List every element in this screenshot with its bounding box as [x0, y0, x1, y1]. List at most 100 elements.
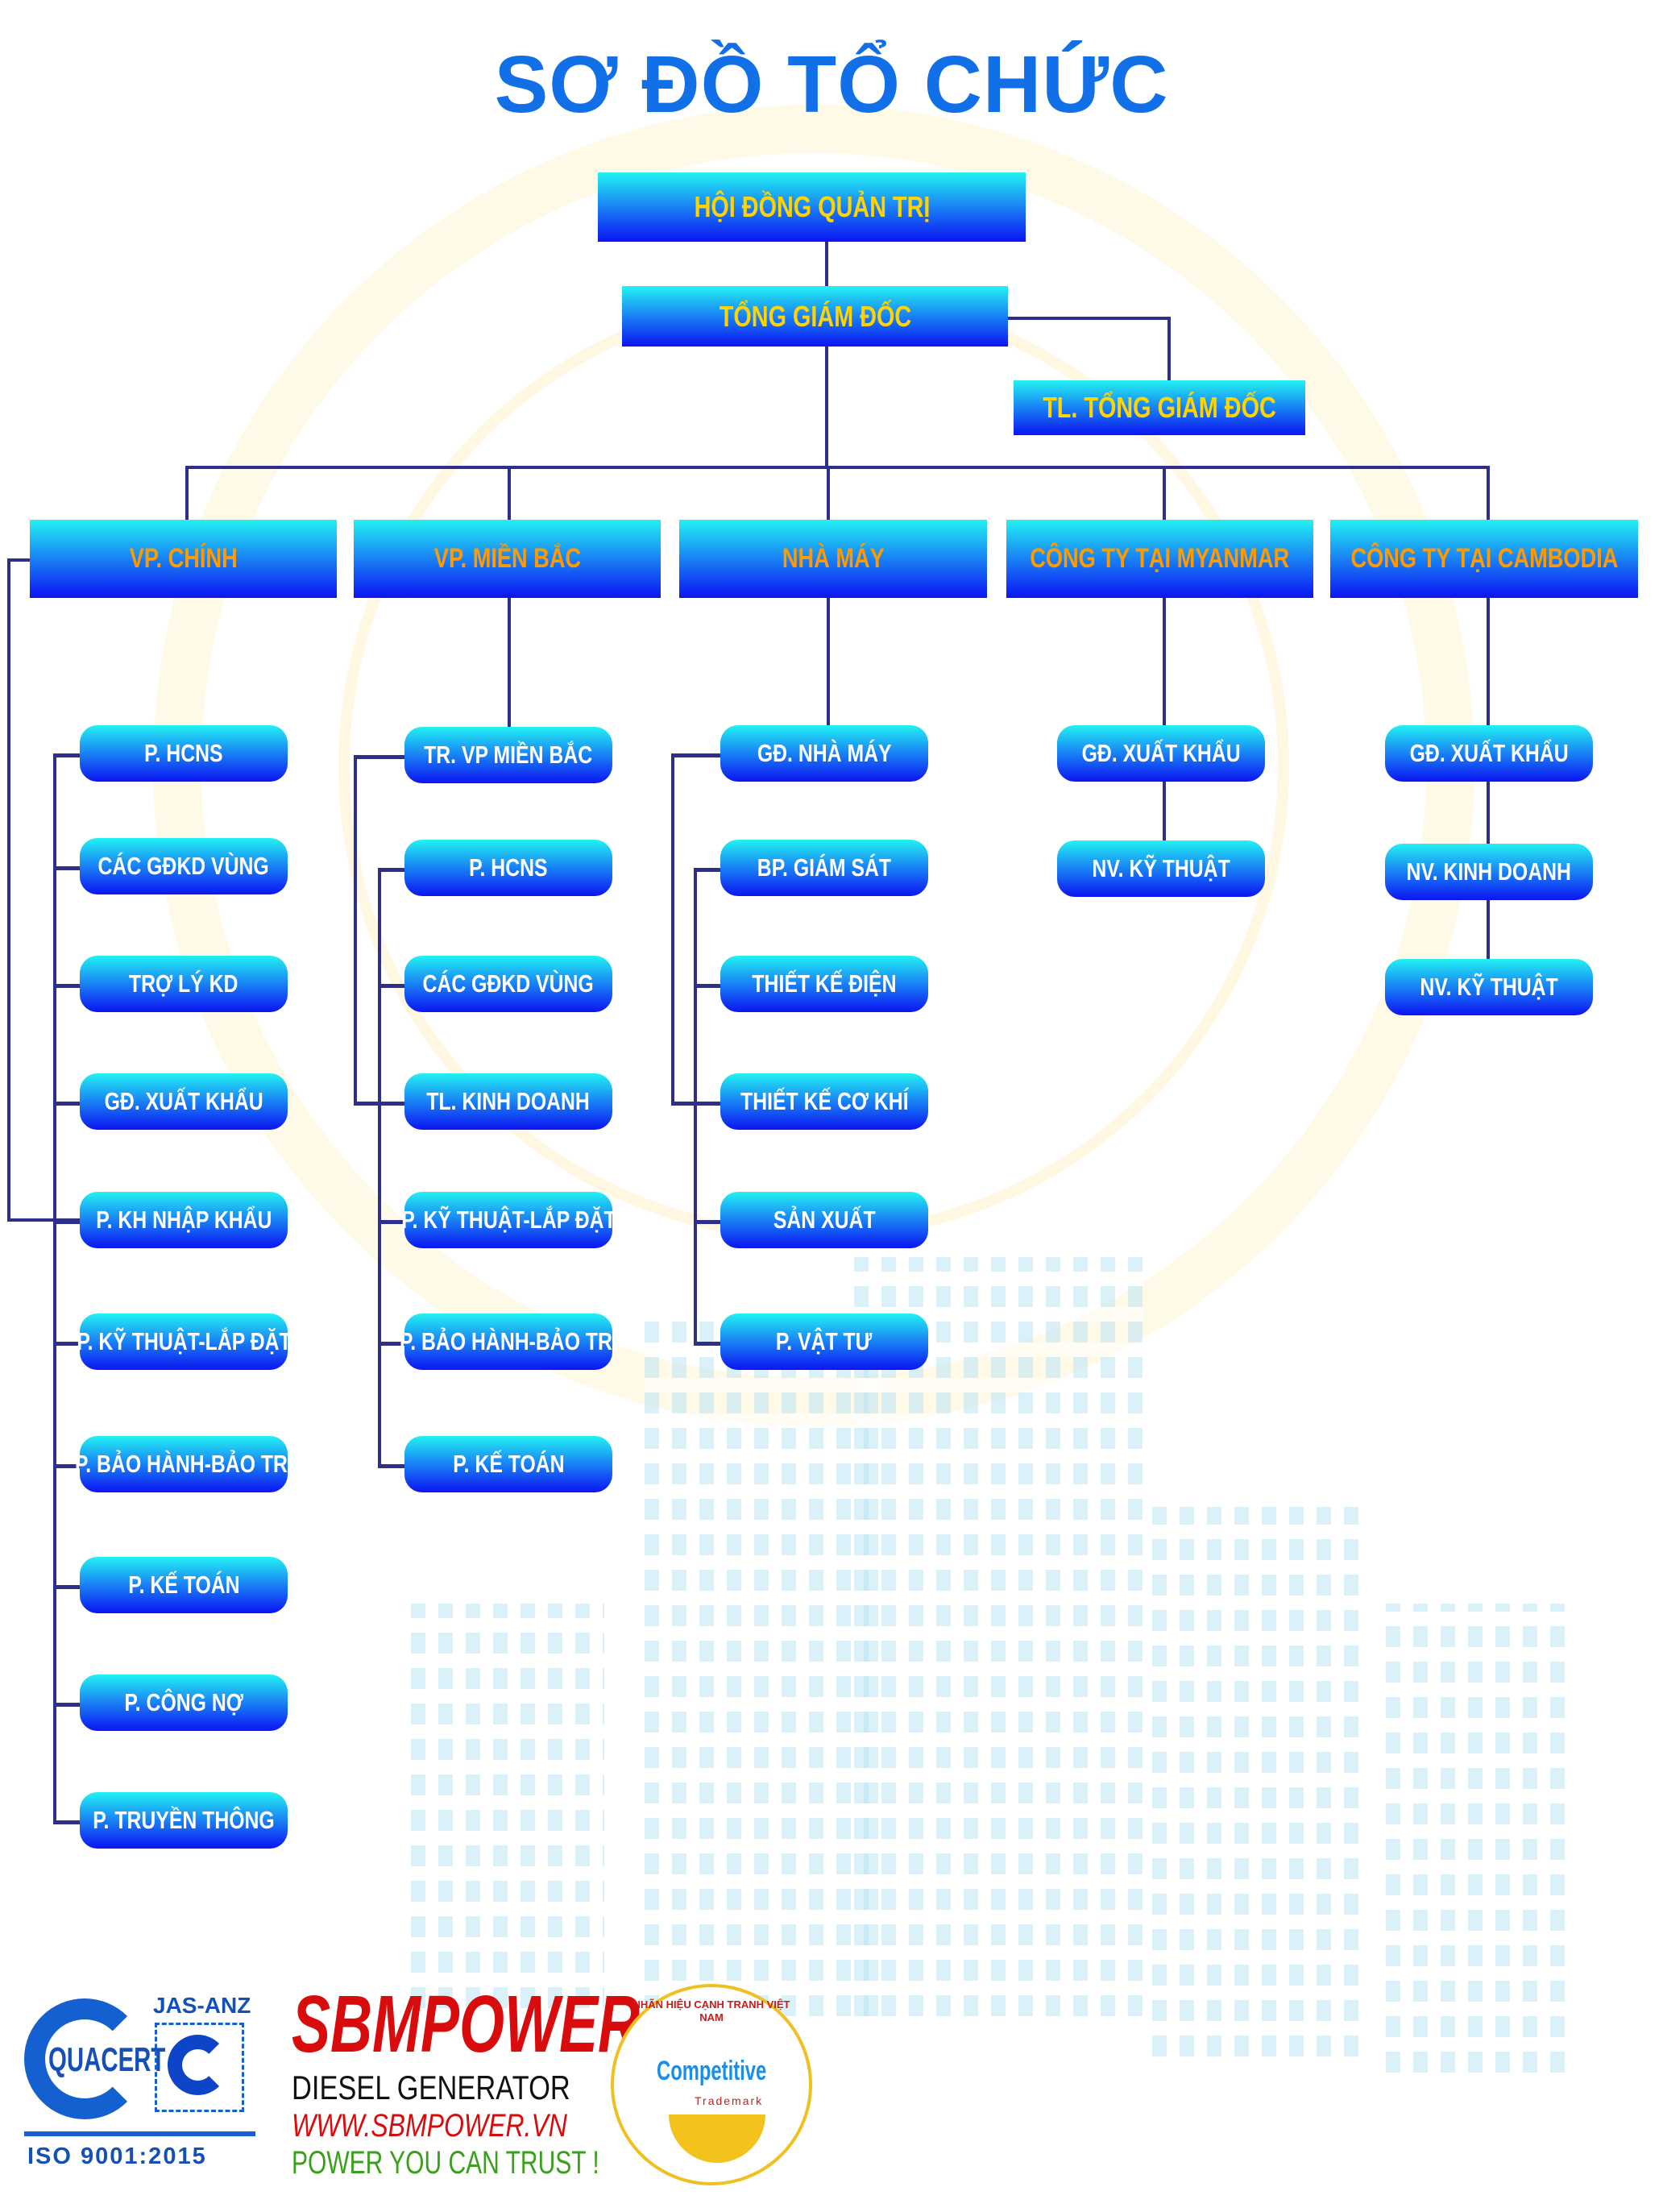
background-building	[645, 1322, 886, 2031]
connector-line	[7, 1218, 80, 1222]
unit-box[interactable]: GĐ. XUẤT KHẨU	[1057, 725, 1265, 782]
unit-box[interactable]: P. VẬT TƯ	[720, 1314, 928, 1370]
unit-box[interactable]: P. TRUYỀN THÔNG	[80, 1792, 288, 1849]
unit-box-label: GĐ. XUẤT KHẨU	[104, 1087, 263, 1115]
unit-box-label: BP. GIÁM SÁT	[757, 853, 892, 882]
department-box[interactable]: CÔNG TY TẠI MYANMAR	[1006, 520, 1313, 598]
page-title: SƠ ĐỒ TỔ CHỨC	[494, 39, 1169, 130]
connector-line	[53, 984, 80, 988]
unit-box[interactable]: THIẾT KẾ CƠ KHÍ	[720, 1073, 928, 1130]
unit-box-label: SẢN XUẤT	[773, 1206, 876, 1234]
unit-box[interactable]: P. KH NHẬP KHẨU	[80, 1192, 288, 1248]
connector-line	[53, 753, 80, 757]
unit-box[interactable]: GĐ. XUẤT KHẨU	[1385, 725, 1593, 782]
connector-line	[827, 598, 830, 753]
connector-line	[354, 1102, 404, 1106]
unit-box-label: CÁC GĐKD VÙNG	[97, 852, 270, 880]
connector-line	[378, 868, 404, 872]
background-building	[854, 1257, 1144, 2031]
connector-line	[354, 755, 357, 1103]
department-box[interactable]: NHÀ MÁY	[679, 520, 987, 598]
connector-line	[1487, 598, 1490, 987]
unit-box-label: THIẾT KẾ CƠ KHÍ	[740, 1087, 909, 1115]
brand-subtitle: DIESEL GENERATOR	[292, 2069, 570, 2106]
connector-line	[185, 466, 1488, 469]
unit-box-label: TR. VP MIỀN BẮC	[424, 741, 593, 769]
connector-line	[53, 866, 80, 870]
unit-box[interactable]: P. KẾ TOÁN	[404, 1436, 612, 1492]
unit-box-label: P. HCNS	[144, 739, 223, 767]
connector-line	[53, 1585, 80, 1589]
unit-box[interactable]: P. KẾ TOÁN	[80, 1557, 288, 1613]
iso-label: ISO 9001:2015	[27, 2144, 207, 2169]
connector-line	[694, 1342, 720, 1346]
connector-line	[1163, 466, 1166, 520]
connector-line	[694, 868, 720, 872]
brand-slogan: POWER YOU CAN TRUST !	[292, 2145, 599, 2181]
brand-name: SBMPOWER	[292, 1979, 640, 2069]
board-box[interactable]: HỘI ĐỒNG QUẢN TRỊ	[598, 172, 1026, 242]
board-box-label: HỘI ĐỒNG QUẢN TRỊ	[694, 190, 930, 223]
unit-box-label: GĐ. XUẤT KHẨU	[1409, 739, 1569, 767]
connector-line	[7, 558, 31, 562]
unit-box[interactable]: CÁC GĐKD VÙNG	[404, 956, 612, 1012]
unit-box-label: P. BẢO HÀNH-BẢO TRÌ	[74, 1450, 293, 1478]
unit-box[interactable]: P. BẢO HÀNH-BẢO TRÌ	[400, 1314, 617, 1370]
connector-line	[378, 984, 404, 988]
ceo-assistant-box[interactable]: TL. TỔNG GIÁM ĐỐC	[1014, 380, 1305, 435]
connector-line	[7, 558, 10, 1222]
unit-box[interactable]: P. HCNS	[80, 725, 288, 782]
unit-box-label: NV. KỸ THUẬT	[1092, 854, 1230, 882]
unit-box-label: P. TRUYỀN THÔNG	[93, 1806, 275, 1834]
unit-box[interactable]: P. CÔNG NỢ	[80, 1675, 288, 1731]
seal-main-text: Competitive	[657, 2056, 767, 2086]
unit-box-label: GĐ. NHÀ MÁY	[757, 739, 892, 767]
seal-ring-text: NHÃN HIỆU CẠNH TRANH VIỆT NAM	[632, 1998, 790, 2023]
unit-box[interactable]: P. KỸ THUẬT-LẮP ĐẶT	[401, 1192, 616, 1248]
connector-line	[53, 1820, 80, 1824]
unit-box[interactable]: TL. KINH DOANH	[404, 1073, 612, 1130]
unit-box[interactable]: TR. VP MIỀN BẮC	[404, 727, 612, 783]
unit-box[interactable]: NV. KỸ THUẬT	[1385, 959, 1593, 1015]
ceo-box[interactable]: TỔNG GIÁM ĐỐC	[622, 286, 1008, 347]
connector-line	[53, 753, 56, 1822]
unit-box[interactable]: P. HCNS	[404, 840, 612, 896]
background-building	[411, 1604, 604, 2023]
unit-box-label: P. KẾ TOÁN	[452, 1450, 565, 1478]
unit-box[interactable]: BP. GIÁM SÁT	[720, 840, 928, 896]
brand-website: WWW.SBMPOWER.VN	[292, 2108, 567, 2144]
quacert-label: QUACERT	[48, 2040, 166, 2078]
unit-box[interactable]: GĐ. XUẤT KHẨU	[80, 1073, 288, 1130]
unit-box-label: NV. KỸ THUẬT	[1420, 973, 1558, 1001]
connector-line	[53, 1102, 80, 1106]
unit-box[interactable]: P. BẢO HÀNH-BẢO TRÌ	[75, 1436, 292, 1492]
unit-box[interactable]: NV. KINH DOANH	[1385, 844, 1593, 900]
connector-line	[694, 868, 697, 1343]
connector-line	[53, 1220, 80, 1224]
unit-box[interactable]: TRỢ LÝ KD	[80, 956, 288, 1012]
connector-line	[827, 466, 830, 520]
unit-box-label: TRỢ LÝ KD	[129, 969, 238, 998]
unit-box-label: CÁC GĐKD VÙNG	[422, 969, 595, 998]
connector-line	[508, 598, 511, 755]
unit-box[interactable]: P. KỸ THUẬT-LẮP ĐẶT	[76, 1314, 292, 1370]
connector-line	[354, 755, 404, 759]
unit-box[interactable]: THIẾT KẾ ĐIỆN	[720, 956, 928, 1012]
connector-line	[694, 1220, 720, 1224]
background-building	[1386, 1604, 1571, 2087]
connector-line	[694, 984, 720, 988]
department-box[interactable]: CÔNG TY TẠI CAMBODIA	[1330, 520, 1638, 598]
unit-box[interactable]: SẢN XUẤT	[720, 1192, 928, 1248]
department-box[interactable]: VP. CHÍNH	[30, 520, 337, 598]
connector-line	[378, 1464, 404, 1468]
department-box[interactable]: VP. MIỀN BẮC	[354, 520, 661, 598]
unit-box[interactable]: CÁC GĐKD VÙNG	[80, 838, 288, 894]
background-building	[1152, 1507, 1362, 2071]
seal-sub-text: Trademark	[695, 2094, 764, 2107]
connector-line	[1008, 317, 1169, 320]
unit-box-label: P. KỸ THUẬT-LẮP ĐẶT	[400, 1206, 616, 1234]
unit-box[interactable]: NV. KỸ THUẬT	[1057, 840, 1265, 897]
unit-box-label: P. KỸ THUẬT-LẮP ĐẶT	[76, 1327, 292, 1355]
unit-box-label: P. HCNS	[469, 853, 548, 882]
unit-box[interactable]: GĐ. NHÀ MÁY	[720, 725, 928, 782]
